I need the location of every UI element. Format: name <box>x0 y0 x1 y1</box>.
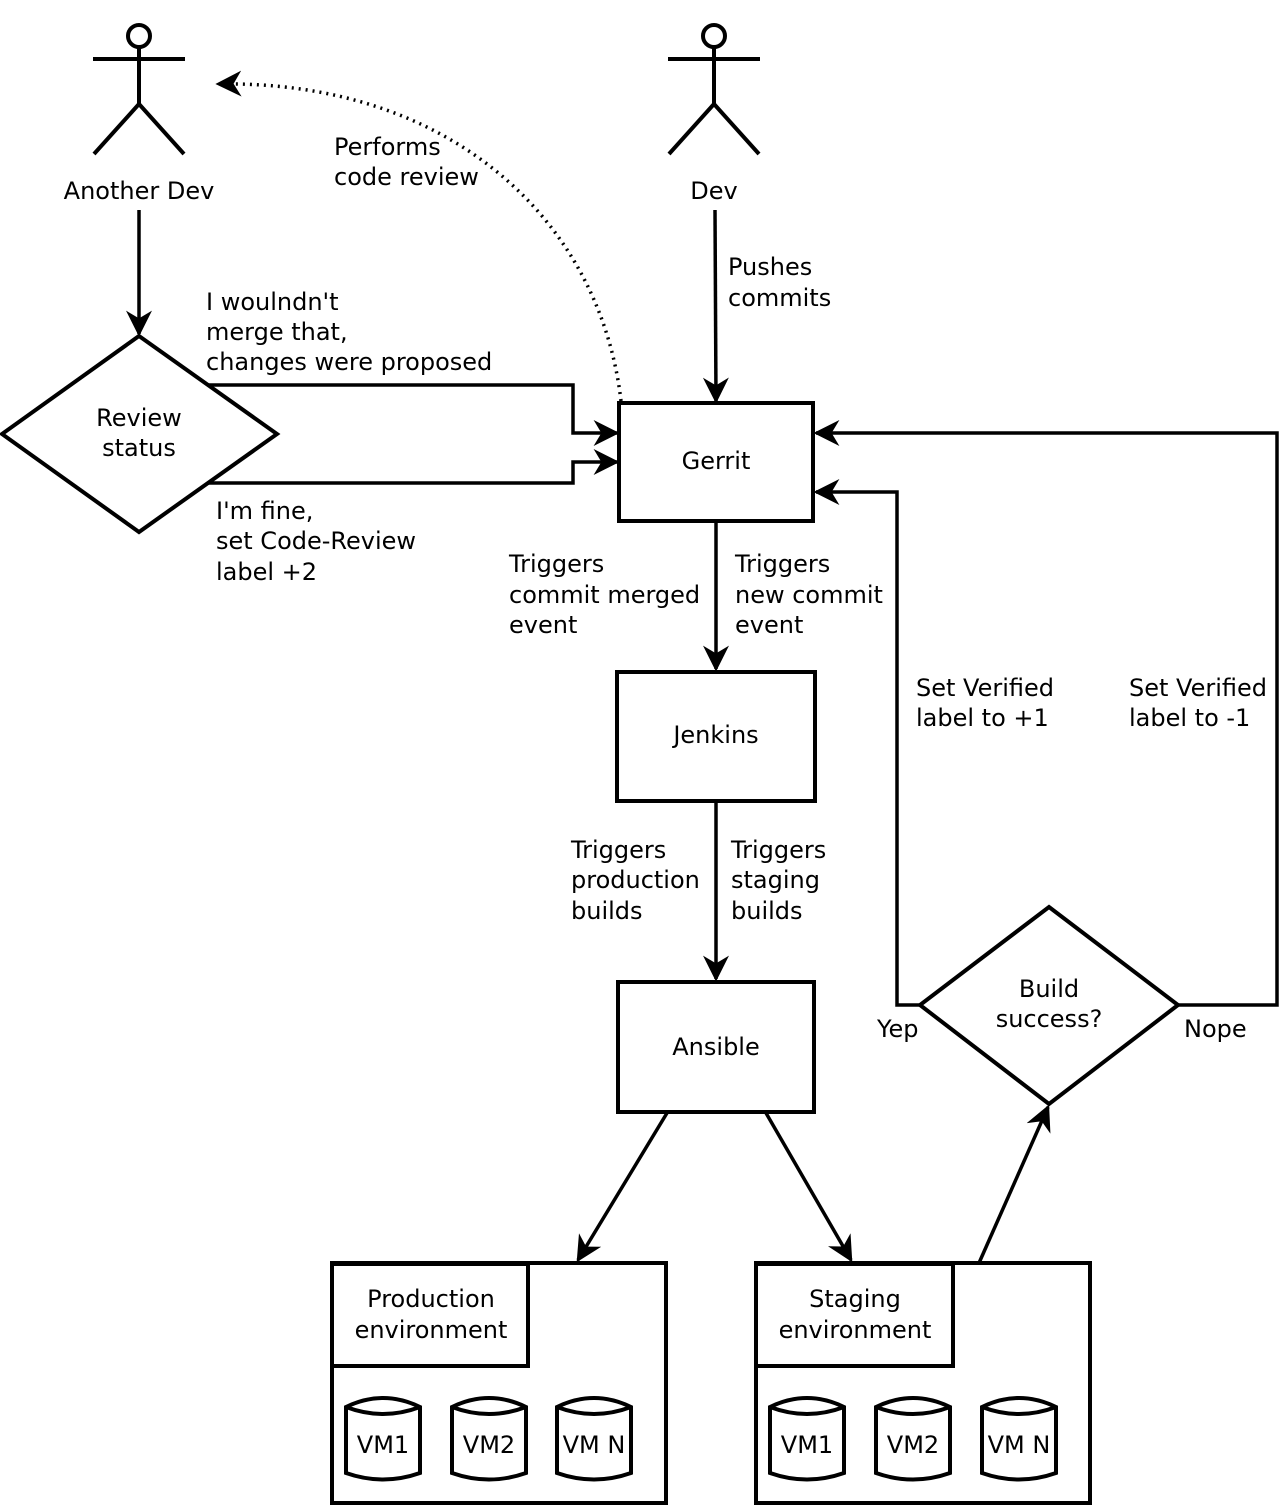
merged-event-label-line-1: Triggers <box>508 550 604 578</box>
staging-vm-n-icon <box>980 1396 1058 1482</box>
yep-label: Yep <box>876 1015 918 1043</box>
dev-to-gerrit-arrow <box>702 209 729 404</box>
verified-minus-label-line-2: label to -1 <box>1129 704 1250 732</box>
production-environment-title-line-1: Production <box>367 1285 495 1313</box>
staging-vm-1-icon <box>768 1396 846 1482</box>
verified-minus-one-arrow <box>813 420 1279 1007</box>
production-environment: Production environment VM1 VM2 VM N <box>330 1261 668 1505</box>
production-vm-n-label: VM N <box>563 1431 626 1459</box>
production-vm-2-label: VM2 <box>463 1431 515 1459</box>
pushes-commits-label-line-1: Pushes <box>728 253 812 281</box>
production-vm-n-icon <box>555 1396 633 1482</box>
staging-environment-title-line-2: environment <box>779 1316 932 1344</box>
jenkins-label: Jenkins <box>671 721 758 749</box>
changes-proposed-label-line-3: changes were proposed <box>206 348 492 376</box>
staging-vm-1-label: VM1 <box>781 1431 833 1459</box>
nope-label: Nope <box>1184 1015 1247 1043</box>
production-environment-title-line-2: environment <box>355 1316 508 1344</box>
staging-builds-label-line-3: builds <box>731 897 803 925</box>
gerrit-label: Gerrit <box>682 447 751 475</box>
staging-vm-n-label: VM N <box>988 1431 1051 1459</box>
changes-proposed-label-line-1: I woulndn't <box>206 288 339 316</box>
changes-proposed-label-line-2: merge that, <box>206 318 348 346</box>
production-environment-header <box>330 1262 530 1368</box>
staging-builds-label-line-2: staging <box>731 866 820 894</box>
staging-to-build-success-arrow <box>977 1104 1051 1264</box>
verified-plus-label-line-2: label to +1 <box>916 704 1049 732</box>
performs-review-label-line-1: Performs <box>334 133 441 161</box>
staging-vm-2-icon <box>874 1396 952 1482</box>
dev-actor-icon <box>667 23 761 156</box>
staging-environment: Staging environment VM1 VM2 VM N <box>754 1261 1092 1505</box>
build-success-label-line-2: success? <box>996 1005 1103 1033</box>
another-dev-actor-icon <box>92 23 186 156</box>
merged-event-label-line-3: event <box>509 611 577 639</box>
production-vm-2-icon <box>450 1396 528 1482</box>
build-success-diamond <box>916 904 1182 1107</box>
another-dev-label: Another Dev <box>64 177 215 205</box>
staging-environment-frame <box>754 1261 1092 1505</box>
new-commit-event-label-line-1: Triggers <box>734 550 830 578</box>
production-builds-label-line-2: production <box>571 866 700 894</box>
production-vm-1-label: VM1 <box>357 1431 409 1459</box>
production-builds-label-line-3: builds <box>571 897 643 925</box>
code-review-ok-label-line-3: label +2 <box>216 558 317 586</box>
new-commit-event-label-line-2: new commit <box>735 581 883 609</box>
code-review-ok-label-line-2: set Code-Review <box>216 527 416 555</box>
review-status-diamond <box>0 333 281 535</box>
performs-review-label-line-2: code review <box>334 163 479 191</box>
production-builds-label-line-1: Triggers <box>570 836 666 864</box>
merged-event-label-line-2: commit merged <box>509 581 700 609</box>
staging-vm-2-label: VM2 <box>887 1431 939 1459</box>
ansible-to-production-arrow <box>576 1112 669 1263</box>
ansible-label: Ansible <box>672 1033 759 1061</box>
review-status-label-line-1: Review <box>96 404 182 432</box>
code-review-plus-two-arrow <box>208 449 620 485</box>
review-status-label-line-2: status <box>102 434 176 462</box>
pushes-commits-label-line-2: commits <box>728 284 831 312</box>
dev-label: Dev <box>690 177 737 205</box>
production-vm-1-icon <box>344 1396 422 1482</box>
build-success-label-line-1: Build <box>1019 975 1079 1003</box>
verified-plus-one-arrow <box>813 479 920 1007</box>
changes-proposed-arrow <box>208 383 620 446</box>
code-review-ok-label-line-1: I'm fine, <box>216 497 313 525</box>
staging-environment-header <box>754 1262 955 1368</box>
staging-builds-label-line-1: Triggers <box>730 836 826 864</box>
verified-plus-label-line-1: Set Verified <box>916 674 1054 702</box>
ansible-to-staging-arrow <box>764 1112 853 1263</box>
ansible-box <box>616 980 816 1114</box>
new-commit-event-label-line-3: event <box>735 611 803 639</box>
staging-environment-title-line-1: Staging <box>809 1285 901 1313</box>
verified-minus-label-line-1: Set Verified <box>1129 674 1267 702</box>
